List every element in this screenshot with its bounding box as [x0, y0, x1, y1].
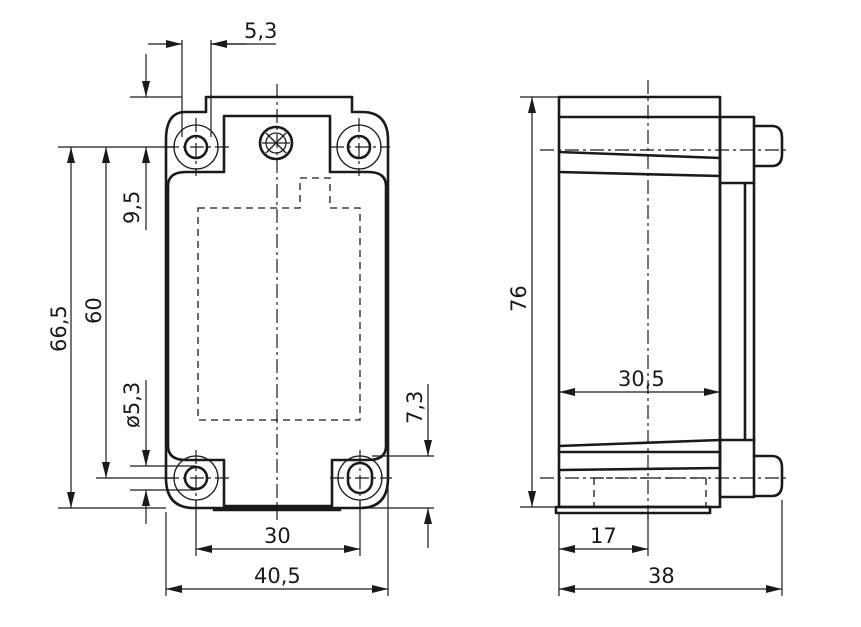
dim-body-depth: 30,5 [618, 367, 665, 391]
dim-hole-spacing-upper: 9,5 [120, 191, 144, 224]
side-conduit-hidden [593, 477, 707, 506]
dim-hole-offset-bottom: 7,3 [403, 391, 427, 424]
side-cover-taper-top [557, 150, 722, 178]
front-view [164, 84, 392, 520]
side-screw-bottom [752, 454, 784, 498]
side-dimensions: 76 30,5 17 38 [507, 96, 783, 596]
screw-head-icon [258, 125, 294, 161]
side-view [540, 80, 790, 520]
dim-hole-offset-top: 5,3 [244, 19, 277, 43]
dim-hole-diameter: ø5,3 [120, 382, 144, 428]
front-dimensions: 5,3 9,5 66,5 60 ø5,3 7,3 30 [47, 19, 434, 596]
dim-side-depth: 38 [648, 564, 675, 588]
dim-conduit-offset: 17 [590, 524, 617, 548]
side-screw-top [752, 124, 784, 168]
front-inner-outline [166, 114, 388, 508]
dim-hole-pitch-vertical: 60 [82, 297, 106, 324]
side-bottom-plate [554, 505, 712, 515]
side-cover-taper-bottom [557, 438, 722, 472]
side-flange [718, 115, 756, 499]
hidden-internal-contour [197, 177, 361, 421]
dim-side-height: 76 [507, 285, 531, 312]
dim-overall-width: 40,5 [254, 564, 301, 588]
dim-hole-pitch-horizontal: 30 [264, 524, 291, 548]
dim-overall-height: 66,5 [47, 305, 71, 352]
